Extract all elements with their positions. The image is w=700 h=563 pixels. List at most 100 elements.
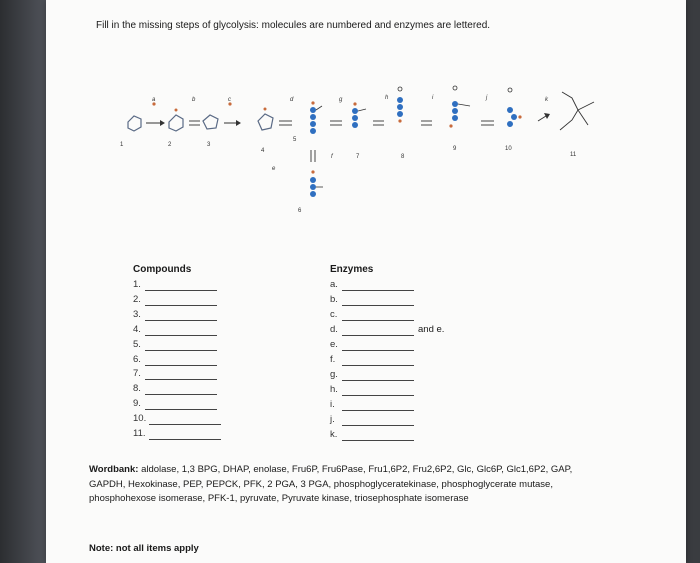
enzyme-answer-blank[interactable]	[342, 380, 414, 381]
compound-answer-blank[interactable]	[145, 290, 217, 291]
equilibrium-d	[279, 120, 292, 126]
molecule-5-chain	[310, 101, 323, 134]
enzyme-letter: a.	[330, 279, 338, 290]
enzyme-answer-blank[interactable]	[342, 350, 414, 351]
compound-row: 5.	[133, 339, 217, 353]
instruction-text: Fill in the missing steps of glycolysis:…	[96, 20, 491, 31]
molecule-9-chain	[449, 85, 471, 128]
enzyme-letter-h: h	[385, 95, 389, 101]
compound-number: 3.	[133, 308, 141, 320]
compound-number: 2.	[133, 293, 141, 305]
enzyme-answer-blank[interactable]	[342, 335, 414, 336]
compound-answer-blank[interactable]	[145, 409, 217, 411]
wordbank-label: Wordbank:	[89, 464, 139, 475]
compound-answer-blank[interactable]	[145, 334, 217, 336]
compound-number: 7.	[133, 368, 141, 380]
enzyme-answer-blank[interactable]	[342, 425, 414, 426]
molecule-7-chain	[352, 102, 367, 128]
enzyme-letter: b.	[330, 294, 338, 305]
compound-answer-blank[interactable]	[149, 424, 221, 426]
molecule-4-ring	[257, 107, 274, 131]
equilibrium-h	[373, 120, 384, 126]
enzyme-answer-blank[interactable]	[342, 320, 414, 321]
enzyme-letter: g.	[330, 369, 338, 380]
equilibrium-g	[330, 120, 342, 126]
compound-row: 11.	[133, 428, 221, 442]
enzyme-row: k.	[330, 429, 414, 443]
molecule-8-chain	[397, 86, 403, 123]
compound-row: 10.	[133, 413, 221, 427]
molecule-11-skeleton	[559, 91, 595, 131]
molecule-3-ring	[202, 114, 219, 130]
enzyme-answer-blank[interactable]	[342, 365, 414, 366]
compound-row: 6.	[133, 353, 217, 368]
enzyme-row: d.	[330, 324, 414, 338]
glycolysis-diagram: 1 2 3 4 5 6 7 8 9 10 11 a b c d e f g h …	[120, 85, 595, 214]
enzyme-letter: k.	[330, 429, 338, 440]
equilibrium-f	[310, 150, 316, 162]
compound-row: 8.	[133, 383, 217, 397]
molecule-number-7: 7	[356, 154, 360, 160]
compound-number: 6.	[133, 353, 141, 365]
compound-number: 4.	[133, 323, 141, 335]
arrow-a	[146, 102, 165, 126]
molecule-number-5: 5	[293, 137, 297, 143]
compound-answer-blank[interactable]	[145, 349, 217, 351]
enzyme-row: e.	[330, 339, 414, 353]
enzyme-answer-blank[interactable]	[342, 305, 414, 306]
compound-row: 9.	[133, 398, 217, 412]
molecule-10-chain	[507, 87, 522, 127]
enzyme-letter-i: i	[432, 95, 434, 101]
enzyme-letter: d.	[330, 324, 338, 335]
enzyme-letter: h.	[330, 384, 338, 395]
compound-answer-blank[interactable]	[145, 304, 217, 306]
compound-answer-blank[interactable]	[149, 439, 221, 440]
enzyme-letter-j: j	[485, 95, 488, 101]
compound-answer-blank[interactable]	[145, 394, 217, 396]
molecule-number-10: 10	[505, 146, 512, 152]
enzyme-letter: c.	[330, 309, 338, 320]
equilibrium-j	[481, 120, 494, 126]
molecule-number-8: 8	[401, 154, 405, 160]
enzyme-letter-k: k	[545, 97, 549, 103]
enzyme-letter: j.	[330, 414, 335, 425]
enzyme-row: h.	[330, 384, 414, 398]
enzyme-letter-c: c	[228, 97, 231, 103]
enzyme-answer-blank[interactable]	[342, 290, 414, 291]
compound-number: 10.	[133, 413, 147, 425]
note: Note: not all items apply	[89, 543, 199, 554]
arrow-c	[224, 102, 241, 126]
enzymes-title: Enzymes	[330, 264, 374, 275]
enzyme-letter: i.	[330, 399, 335, 410]
compound-row: 7.	[133, 368, 217, 382]
arrow-k	[537, 113, 550, 122]
enzyme-row: a.	[330, 279, 414, 293]
compound-answer-blank[interactable]	[145, 379, 217, 381]
wordbank-text: aldolase, 1,3 BPG, DHAP, enolase, Fru6P,…	[89, 464, 573, 504]
equilibrium-b	[189, 120, 200, 126]
enzyme-letter: e.	[330, 339, 338, 350]
enzyme-letter-d: d	[290, 97, 294, 103]
photo-background	[0, 0, 46, 563]
molecule-number-9: 9	[453, 146, 457, 152]
compound-answer-blank[interactable]	[145, 319, 217, 321]
molecule-number-3: 3	[207, 142, 211, 148]
enzyme-answer-blank[interactable]	[342, 395, 414, 396]
compound-row: 1.	[133, 279, 217, 293]
enzyme-row: i.	[330, 399, 414, 413]
compound-row: 2.	[133, 293, 217, 308]
molecule-number-4: 4	[261, 148, 265, 154]
compound-answer-blank[interactable]	[145, 364, 217, 366]
wordbank: Wordbank: aldolase, 1,3 BPG, DHAP, enola…	[89, 463, 589, 507]
note-label: Note:	[89, 543, 114, 554]
molecule-number-6: 6	[298, 208, 302, 214]
compounds-title: Compounds	[133, 264, 192, 275]
compound-row: 3.	[133, 308, 217, 323]
compound-number: 1.	[133, 279, 141, 290]
compound-row: 4.	[133, 323, 217, 338]
compound-number: 8.	[133, 383, 141, 395]
enzyme-letter-f: f	[331, 154, 334, 160]
enzyme-answer-blank[interactable]	[342, 410, 414, 411]
enzyme-answer-blank[interactable]	[342, 440, 414, 441]
note-text: not all items apply	[115, 543, 199, 554]
